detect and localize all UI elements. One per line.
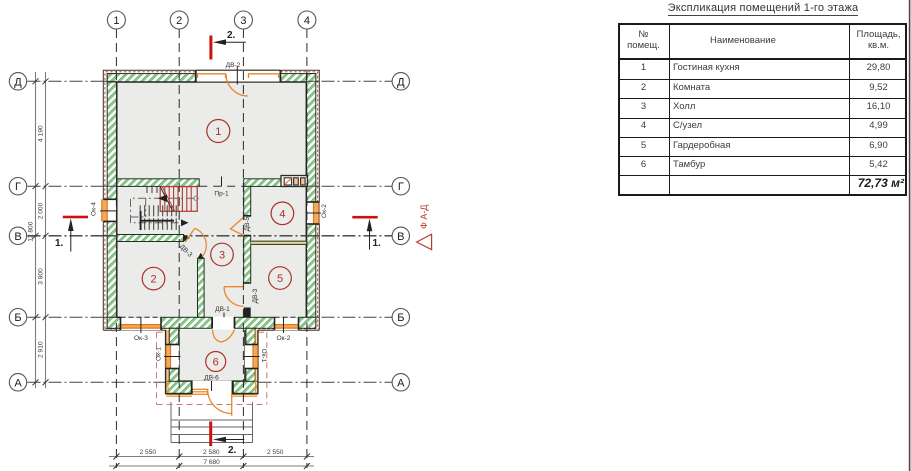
svg-text:Б: Б	[397, 312, 404, 324]
svg-text:3 800: 3 800	[38, 268, 45, 285]
svg-text:Ок-1: Ок-1	[260, 349, 267, 363]
svg-text:7 680: 7 680	[203, 459, 220, 466]
svg-text:4: 4	[304, 15, 310, 27]
svg-text:4 190: 4 190	[38, 125, 45, 142]
svg-text:1.: 1.	[55, 238, 64, 249]
svg-text:2: 2	[176, 15, 182, 27]
svg-text:4: 4	[279, 208, 285, 220]
svg-text:2.: 2.	[227, 30, 236, 41]
svg-text:2.: 2.	[228, 445, 237, 456]
svg-text:1: 1	[215, 126, 221, 138]
svg-text:ДВ-3: ДВ-3	[252, 288, 259, 303]
svg-text:2 580: 2 580	[203, 449, 220, 456]
svg-text:2 550: 2 550	[140, 449, 157, 456]
svg-text:6: 6	[213, 357, 219, 369]
svg-text:Б: Б	[14, 312, 21, 324]
svg-text:3: 3	[219, 250, 225, 262]
svg-text:Ок-1: Ок-1	[156, 347, 163, 361]
svg-text:2: 2	[150, 274, 156, 286]
svg-text:Г: Г	[398, 181, 404, 193]
svg-text:ДВ-6: ДВ-6	[204, 375, 219, 382]
svg-text:Пр-1: Пр-1	[214, 191, 229, 198]
svg-text:2 910: 2 910	[38, 341, 45, 358]
svg-text:А: А	[14, 377, 22, 389]
svg-text:1: 1	[113, 15, 119, 27]
svg-text:В: В	[397, 231, 404, 243]
svg-text:Г: Г	[15, 181, 21, 193]
svg-text:ДВ-2: ДВ-2	[226, 62, 241, 69]
svg-text:3: 3	[240, 15, 246, 27]
svg-text:В: В	[14, 231, 21, 243]
svg-text:Ф А-Д: Ф А-Д	[419, 205, 429, 229]
svg-text:ДВ-5: ДВ-5	[244, 216, 251, 231]
svg-text:5: 5	[277, 273, 283, 285]
svg-text:Ок-2: Ок-2	[277, 335, 291, 342]
svg-text:2 000: 2 000	[38, 202, 45, 219]
svg-text:Д: Д	[397, 76, 405, 88]
svg-text:1.: 1.	[373, 238, 382, 249]
svg-text:А: А	[397, 377, 405, 389]
svg-text:Ок-2: Ок-2	[321, 204, 328, 218]
svg-text:Ок-3: Ок-3	[134, 335, 148, 342]
svg-text:2 550: 2 550	[267, 449, 284, 456]
svg-text:12 800: 12 800	[28, 221, 35, 242]
svg-text:ДВ-1: ДВ-1	[215, 306, 230, 313]
svg-text:Д: Д	[14, 76, 22, 88]
svg-text:Ок-4: Ок-4	[91, 202, 98, 216]
